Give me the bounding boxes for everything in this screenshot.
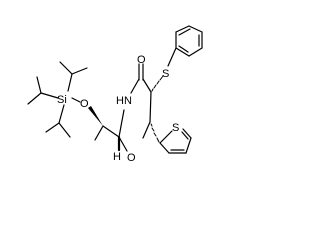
svg-text:O: O (80, 98, 89, 110)
atom-label-stereo-h: H (113, 151, 121, 163)
svg-text:O: O (137, 54, 146, 66)
phenyl-ring (175, 25, 203, 57)
structure-canvas: Si O H N O S O S H (27, 25, 203, 164)
hashed-bond-s (151, 75, 164, 92)
atom-label-nh: H N (116, 95, 132, 107)
atom-label-thiophene-s: S (172, 122, 179, 134)
bond-methyl (94, 125, 104, 141)
svg-text:H: H (116, 95, 124, 107)
atom-label-ether-o: O (80, 98, 89, 110)
svg-text:N: N (124, 95, 132, 107)
bond-c2-chain (102, 125, 120, 138)
atom-label-s: S (162, 68, 169, 80)
atom-label-si: Si (57, 94, 67, 106)
svg-text:S: S (162, 68, 169, 80)
wedge-bond-o (88, 106, 103, 126)
molecule-drawing: Si O H N O S O S H (27, 25, 203, 164)
svg-text:H: H (113, 151, 121, 163)
bond-o-si (71, 97, 81, 103)
svg-text:Si: Si (57, 94, 67, 106)
svg-text:S: S (172, 122, 179, 134)
svg-text:O: O (127, 152, 136, 164)
atom-label-carbonyl-o: O (137, 54, 146, 66)
tips-groups (27, 61, 88, 138)
oxazinanone-ring (118, 78, 152, 152)
bond-phenyl-s (167, 47, 177, 67)
thiophene-ring (159, 128, 192, 154)
hashed-bond-thiophene (150, 123, 160, 143)
atom-label-ring-o: O (127, 152, 136, 164)
